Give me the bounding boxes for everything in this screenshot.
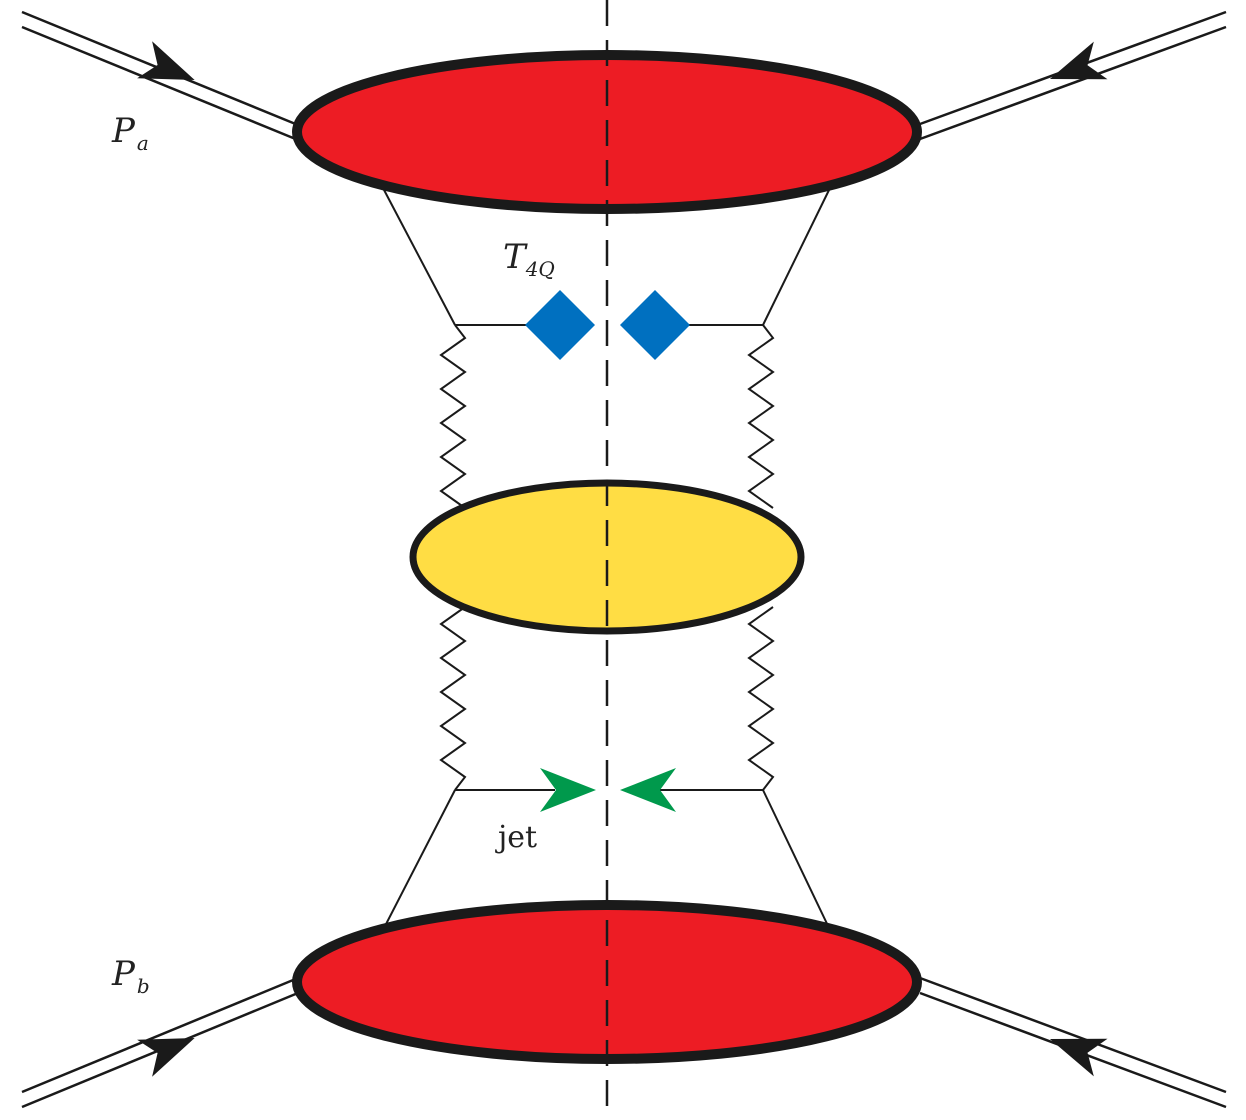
parton-top-right bbox=[762, 187, 831, 326]
zigzag-upper-right bbox=[747, 324, 775, 509]
leg-bottom-right-a bbox=[919, 976, 1227, 1094]
jet-arrow-right-icon bbox=[620, 768, 676, 812]
label-t4q: T4Q bbox=[503, 237, 555, 281]
jet-vertex bbox=[540, 768, 676, 812]
label-pa-sub: a bbox=[137, 131, 149, 155]
arrow-icon bbox=[137, 1038, 195, 1077]
leg-bottom-left-a bbox=[21, 976, 299, 1094]
arrow-icon bbox=[137, 41, 195, 80]
label-pb-sub: b bbox=[137, 974, 150, 998]
leg-top-left-b bbox=[21, 25, 299, 142]
parton-bottom-left bbox=[382, 789, 456, 931]
label-t4q-main: T bbox=[503, 237, 528, 277]
label-jet: jet bbox=[495, 820, 537, 855]
diamond-right-icon bbox=[620, 290, 690, 360]
parton-top-left bbox=[382, 187, 456, 326]
t4q-vertex bbox=[525, 290, 690, 360]
label-pa-main: P bbox=[111, 111, 136, 151]
diamond-left-icon bbox=[525, 290, 595, 360]
jet-arrow-left-icon bbox=[540, 768, 596, 812]
zigzag-upper-left bbox=[439, 324, 467, 509]
label-t4q-sub: 4Q bbox=[525, 257, 555, 281]
zigzag-lower-left bbox=[439, 606, 467, 791]
zigzag-lower-right bbox=[747, 606, 775, 791]
parton-lines bbox=[382, 187, 831, 931]
parton-bottom-right bbox=[762, 789, 831, 931]
arrow-icon bbox=[1049, 1038, 1108, 1077]
zigzag-lines bbox=[439, 324, 775, 791]
leg-arrows bbox=[137, 41, 1108, 1077]
leg-top-right-b bbox=[919, 25, 1227, 141]
label-pb-main: P bbox=[111, 954, 136, 994]
arrow-icon bbox=[1049, 41, 1108, 80]
